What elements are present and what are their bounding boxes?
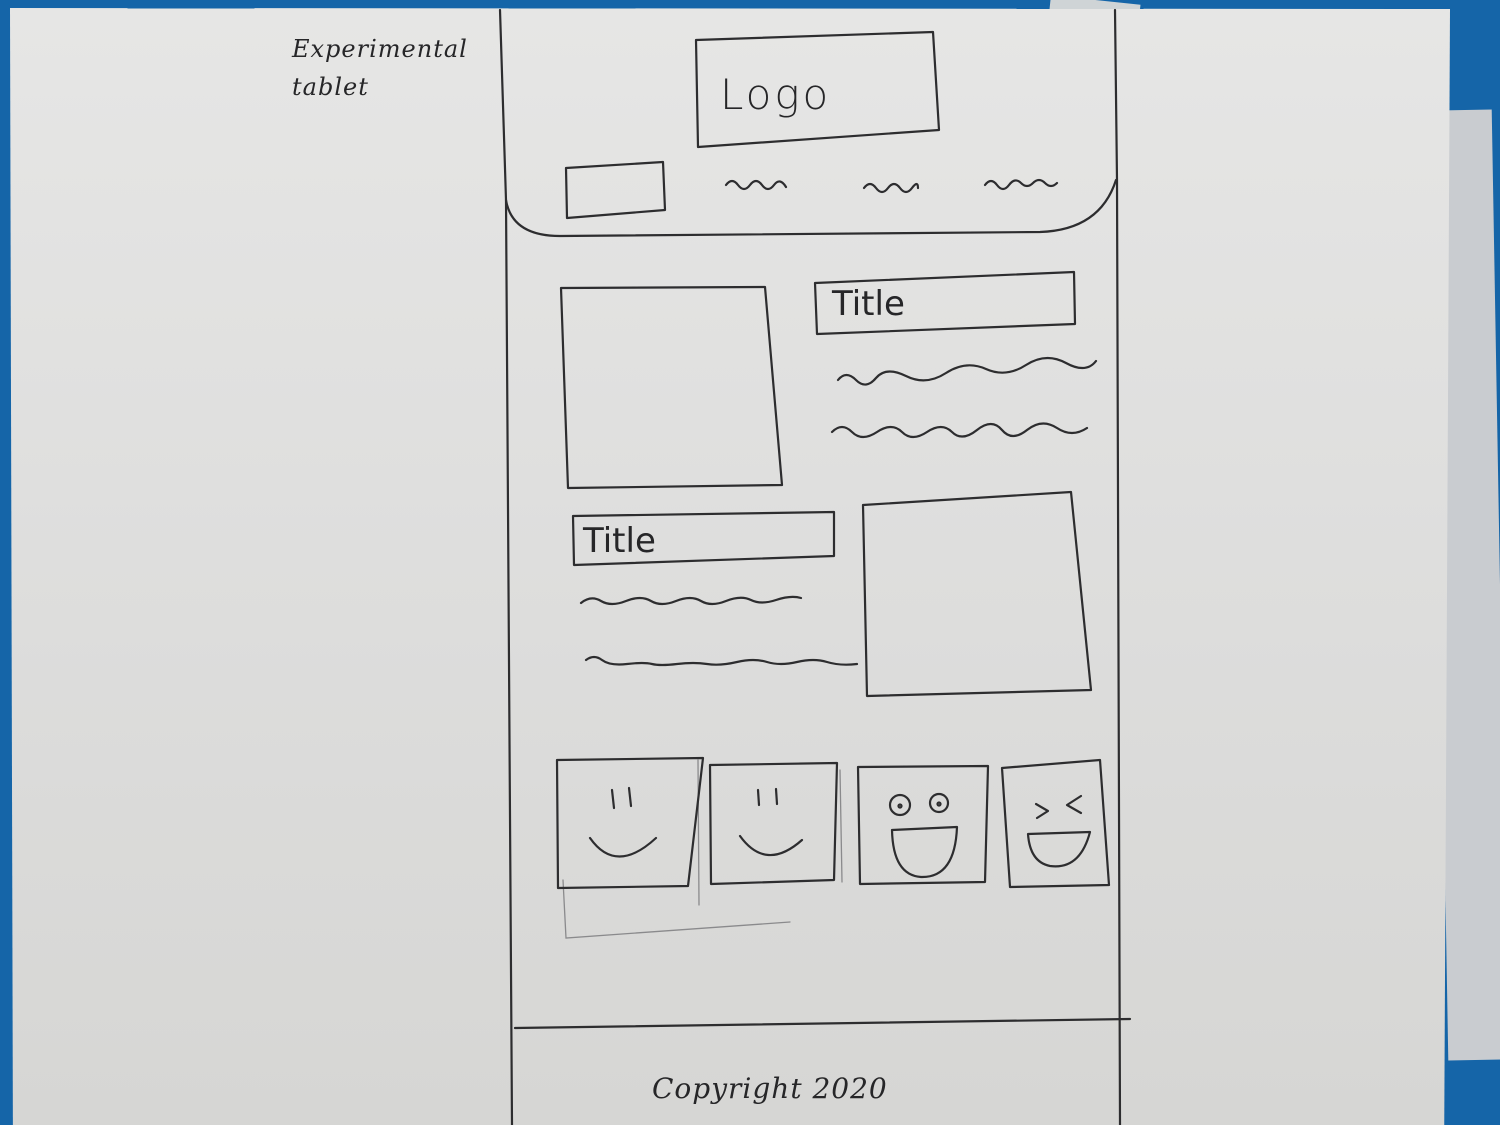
gallery-guide-line-2 [839, 769, 843, 883]
feature-row-2 [571, 490, 1093, 698]
feature-title-2: Title [583, 521, 656, 561]
round-eye [888, 793, 912, 817]
feature-image-1 [559, 285, 784, 490]
feature-text-line-2a [579, 595, 803, 606]
emoji-card-1 [555, 756, 705, 890]
feature-row-1 [559, 270, 1098, 490]
smile-mouth [588, 836, 658, 858]
laugh-mouth [1026, 830, 1092, 868]
nav-link-1 [724, 179, 788, 191]
sketch-annotation: Experimental tablet [292, 30, 468, 106]
nav-menu-button [564, 160, 667, 220]
eye-pupil [936, 801, 942, 807]
annotation-line-1: Experimental [292, 35, 468, 63]
sketch-paper [10, 8, 1450, 1125]
emoji-card-3 [856, 764, 990, 886]
logo-box [694, 30, 941, 149]
tablet-frame-left [498, 8, 514, 1125]
gallery-shadow-box [562, 879, 791, 939]
feature-text-line-2b [584, 655, 859, 667]
nav-link-3 [983, 178, 1059, 191]
feature-title-1: Title [832, 284, 905, 324]
eye-mark [627, 786, 633, 808]
feature-text-line-1b [830, 422, 1089, 439]
footer-divider [513, 1017, 1132, 1030]
eye-mark [774, 787, 779, 806]
feature-text-line-1a [836, 356, 1098, 386]
squint-eye [1065, 794, 1083, 815]
feature-title-box-2 [571, 510, 836, 567]
smile-mouth [738, 834, 804, 857]
feature-image-2 [861, 490, 1093, 698]
eye-pupil [897, 803, 903, 809]
squint-eye [1034, 802, 1050, 820]
feature-title-box-1 [813, 270, 1077, 336]
tablet-frame-right [1113, 8, 1122, 1125]
annotation-line-2: tablet [292, 73, 369, 101]
emoji-card-4 [1000, 758, 1111, 889]
round-eye [928, 792, 950, 814]
emoji-gallery [555, 756, 1111, 939]
eye-mark [610, 788, 616, 810]
gallery-guide-line [697, 759, 700, 906]
emoji-card-2 [708, 761, 839, 886]
header [504, 30, 1118, 238]
logo-label: Logo [720, 70, 832, 119]
footer-copyright: Copyright 2020 [652, 1072, 888, 1105]
eye-mark [756, 788, 761, 807]
laugh-mouth [890, 825, 959, 879]
header-bottom-curve [504, 178, 1118, 238]
nav-link-2 [862, 182, 920, 194]
